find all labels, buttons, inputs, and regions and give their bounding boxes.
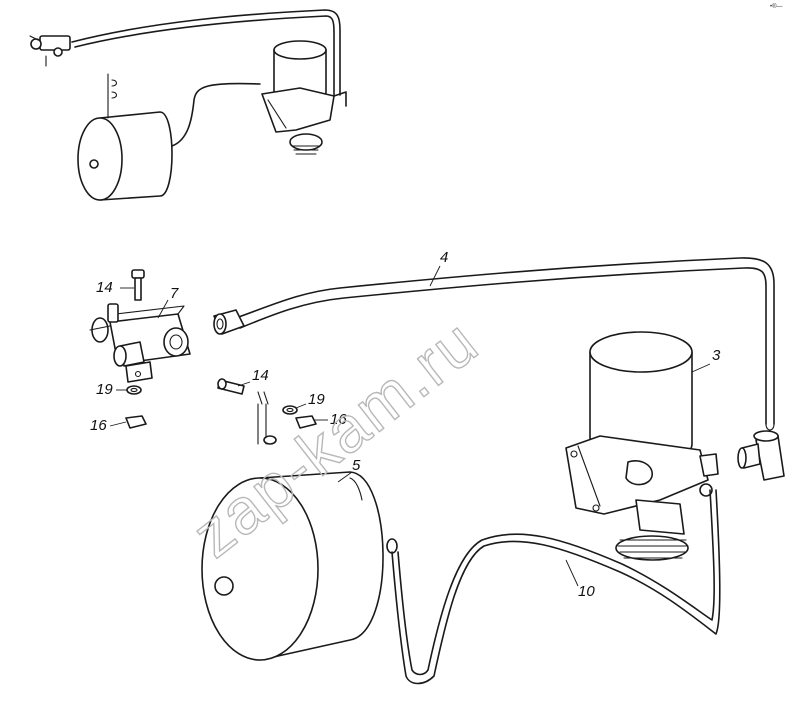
nut-16b <box>295 415 317 429</box>
callout-14-valve-bolt: 14 <box>96 279 113 296</box>
callout-3: 3 <box>712 347 721 364</box>
overview-valve <box>29 35 71 67</box>
callout-19-valve-washer: 19 <box>96 381 113 398</box>
callout-19-receiver-washer: 19 <box>308 391 325 408</box>
bracket-fitting <box>257 403 277 445</box>
dryer-3 <box>565 331 719 561</box>
bolt-14a <box>131 269 145 301</box>
overview-receiver <box>77 73 261 201</box>
pipe-fitting <box>213 309 245 335</box>
callout-5: 5 <box>352 457 361 474</box>
corner-mark: •®— <box>770 3 783 10</box>
receiver-5 <box>201 471 398 661</box>
callout-14-receiver-bolt: 14 <box>252 367 269 384</box>
pipe-4 <box>235 257 775 431</box>
overview-assembly <box>29 9 347 201</box>
callout-7: 7 <box>170 285 179 302</box>
overview-dryer <box>261 40 347 155</box>
callout-labels: 14 7 4 3 14 19 19 16 16 5 10 <box>90 249 721 600</box>
valve-7 <box>89 303 191 383</box>
callout-16-valve-nut: 16 <box>90 417 107 434</box>
callout-4: 4 <box>440 249 448 266</box>
washer-19b <box>282 405 298 415</box>
callout-16-receiver-nut: 16 <box>330 411 347 428</box>
nut-16a <box>125 415 147 429</box>
bolt-14b <box>217 378 269 405</box>
callout-10: 10 <box>578 583 595 600</box>
tee-fitting <box>737 430 785 481</box>
pipe-10 <box>391 489 721 685</box>
washer-19a <box>126 385 142 395</box>
